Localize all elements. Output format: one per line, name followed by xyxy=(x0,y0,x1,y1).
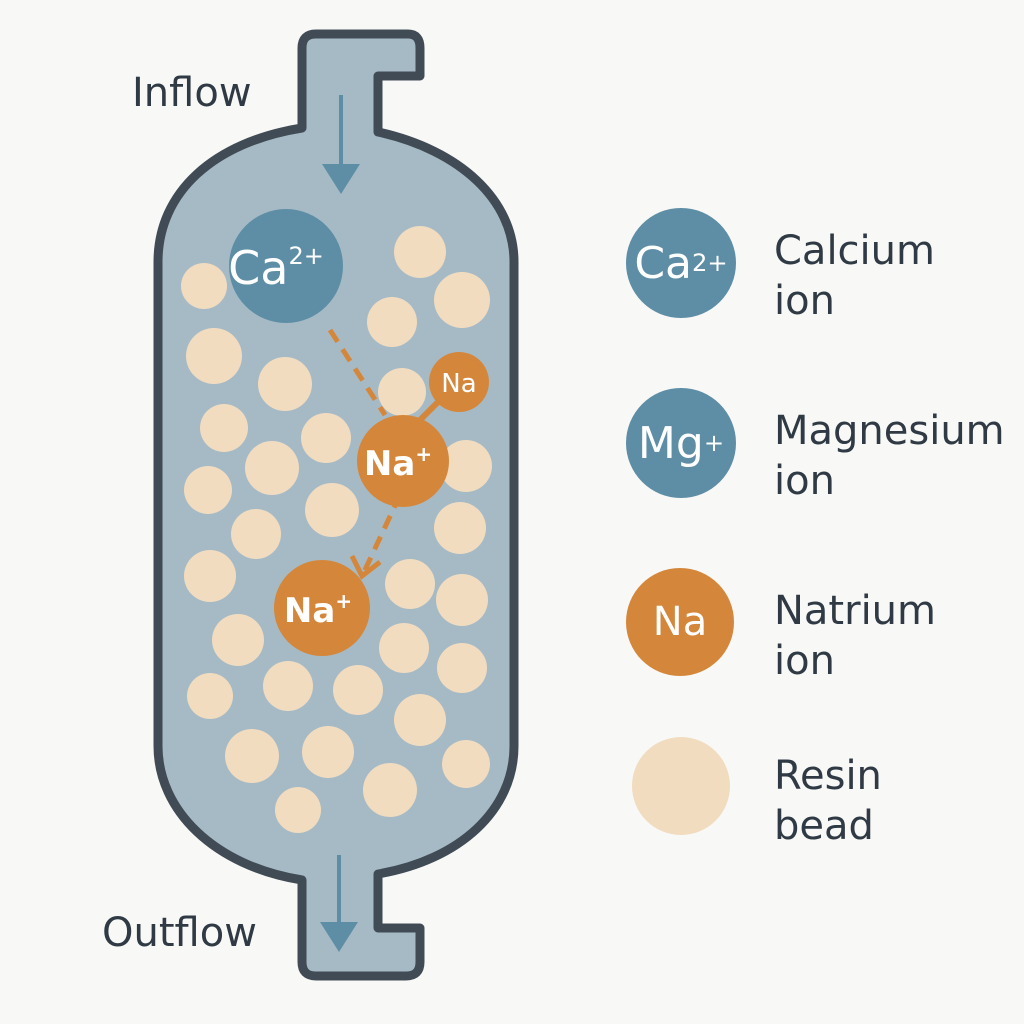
sodium-ion-lower: Na+ xyxy=(274,560,370,656)
exchange-arrowhead xyxy=(349,554,382,580)
legend-natrium-label: Natrium ion xyxy=(774,586,936,686)
legend-item-resin: Resin bead xyxy=(626,737,1016,857)
legend-calcium-line2: ion xyxy=(774,278,835,324)
resin-bead xyxy=(436,574,488,626)
legend-natrium-line1: Natrium xyxy=(774,588,936,634)
resin-bead xyxy=(378,368,426,416)
svg-text:Na: Na xyxy=(441,369,476,399)
legend-calcium-symbol: Ca xyxy=(634,237,693,289)
resin-bead xyxy=(187,673,233,719)
resin-bead xyxy=(367,297,417,347)
resin-bead xyxy=(434,502,486,554)
svg-text:Na+: Na+ xyxy=(284,589,352,631)
resin-bead-swatch xyxy=(632,737,730,835)
legend-resin-label: Resin bead xyxy=(774,751,882,851)
legend-natrium-symbol: Na xyxy=(652,599,708,645)
resin-bead xyxy=(184,550,236,602)
legend-calcium-label: Calcium ion xyxy=(774,226,935,326)
resin-bead xyxy=(385,559,435,609)
natrium-ion-swatch: Na xyxy=(626,568,734,676)
resin-bead xyxy=(363,763,417,817)
resin-bead xyxy=(263,661,313,711)
legend-magnesium-line1: Magnesium xyxy=(774,408,1005,454)
sodium-ion-middle: Na+ xyxy=(357,415,449,507)
resin-bead xyxy=(231,509,281,559)
resin-bead xyxy=(258,357,312,411)
legend-resin-line1: Resin xyxy=(774,753,882,799)
outflow-label: Outflow xyxy=(102,910,257,956)
outflow-arrow xyxy=(320,855,358,952)
svg-text:Na+: Na+ xyxy=(364,442,432,484)
resin-bead xyxy=(333,665,383,715)
resin-bead xyxy=(394,694,446,746)
resin-bead xyxy=(302,726,354,778)
magnesium-ion-swatch: Mg+ xyxy=(626,388,736,498)
sodium-ion-small: Na xyxy=(429,352,489,412)
resin-bead xyxy=(181,263,227,309)
svg-text:Ca2+: Ca2+ xyxy=(228,241,324,295)
resin-bead xyxy=(305,483,359,537)
resin-bead xyxy=(394,226,446,278)
resin-bead xyxy=(442,740,490,788)
legend-natrium-line2: ion xyxy=(774,638,835,684)
calcium-ion-in-tank: Ca2+ xyxy=(228,209,343,323)
legend-magnesium-symbol: Mg xyxy=(637,417,704,469)
legend-calcium-line1: Calcium xyxy=(774,228,935,274)
resin-bead xyxy=(379,623,429,673)
legend-item-magnesium: Mg+ Magnesium ion xyxy=(626,388,1016,512)
inflow-label: Inflow xyxy=(132,70,252,116)
inflow-arrow xyxy=(322,95,360,194)
resin-bead xyxy=(200,404,248,452)
resin-bead xyxy=(440,440,492,492)
resin-bead xyxy=(212,614,264,666)
resin-bead xyxy=(184,466,232,514)
legend-resin-line2: bead xyxy=(774,803,874,849)
exchange-path-sodium xyxy=(361,493,403,574)
resin-bead-bed xyxy=(181,226,492,833)
exchange-path-calcium xyxy=(327,328,388,417)
resin-bead xyxy=(437,643,487,693)
resin-bead xyxy=(434,272,490,328)
resin-bead xyxy=(245,441,299,495)
legend-item-natrium: Na Natrium ion xyxy=(626,568,1016,692)
resin-bead xyxy=(275,787,321,833)
resin-bead xyxy=(301,413,351,463)
legend-magnesium-line2: ion xyxy=(774,458,835,504)
legend-magnesium-label: Magnesium ion xyxy=(774,406,1005,506)
resin-bead xyxy=(186,328,242,384)
resin-bead xyxy=(225,729,279,783)
